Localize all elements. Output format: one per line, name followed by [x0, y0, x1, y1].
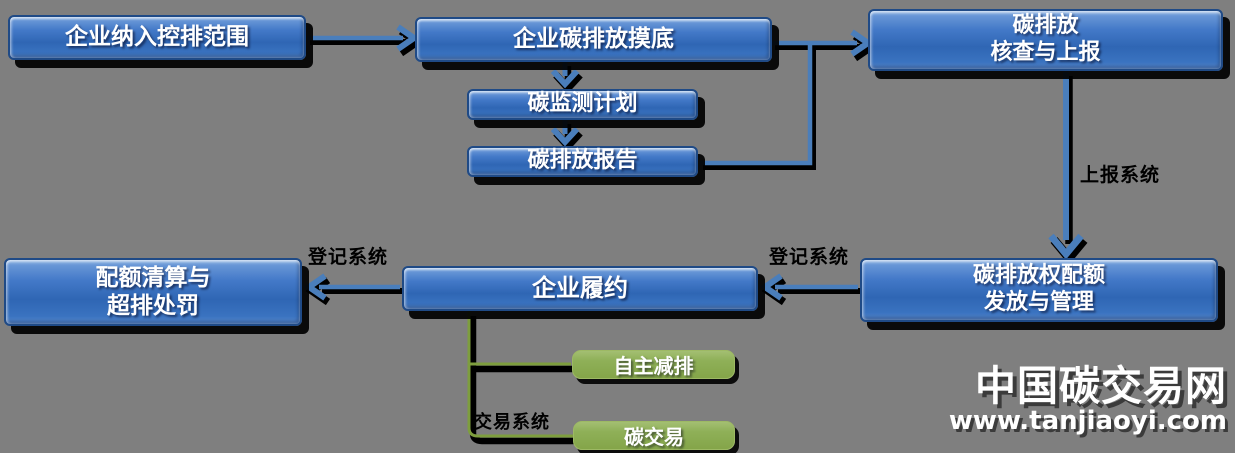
connector-compliance-to-carbon-trading	[467, 311, 574, 438]
arrowhead-scope-to-survey	[396, 24, 420, 52]
arrowhead-survey-to-monitor-plan	[550, 68, 580, 89]
site-watermark: 中国碳交易网 www.tanjiaoyi.com	[949, 366, 1227, 436]
node-scope: 企业纳入控排范围	[8, 15, 306, 60]
arrowhead-verify-to-quota	[1048, 233, 1084, 260]
node-emission-report: 碳排放报告	[467, 146, 698, 177]
node-settlement: 配额清算与 超排处罚	[4, 258, 302, 326]
edge-label-registry-system-left: 登记系统	[308, 246, 389, 268]
elbow-report-to-verify	[700, 43, 813, 166]
arrowhead-compliance-to-settlement	[303, 273, 327, 301]
node-monitor-plan: 碳监测计划	[467, 89, 698, 120]
edge-label-report-system: 上报系统	[1080, 164, 1161, 186]
site-logo-text: 中国碳交易网	[975, 362, 1227, 410]
node-survey: 企业碳排放摸底	[415, 17, 772, 62]
node-quota-mgmt: 碳排放权配额 发放与管理	[860, 258, 1218, 322]
node-compliance: 企业履约	[402, 266, 758, 311]
green-connector-shadows	[469, 316, 578, 445]
node-carbon-trading: 碳交易	[573, 421, 735, 450]
edge-label-trading-system: 交易系统	[474, 412, 550, 433]
arrowhead-quota-to-compliance	[759, 273, 783, 301]
node-voluntary-reduction: 自主减排	[572, 350, 735, 379]
node-verify-report: 碳排放 核查与上报	[868, 9, 1223, 71]
edge-label-registry-system-right: 登记系统	[769, 246, 850, 268]
arrowhead-monitor-plan-to-report	[550, 126, 580, 147]
site-url-text: www.tanjiaoyi.com	[948, 406, 1227, 436]
